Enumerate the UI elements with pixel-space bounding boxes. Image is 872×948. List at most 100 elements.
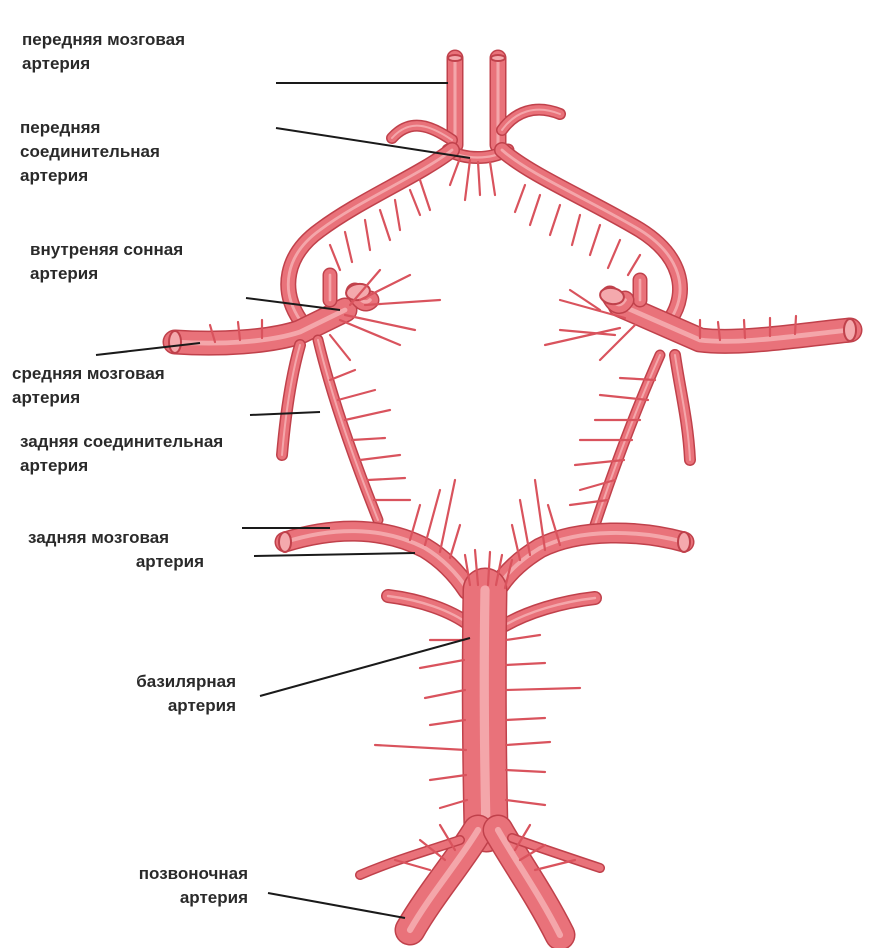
- middle-cerebral-right-highlight: [617, 302, 853, 344]
- branch-twig: [486, 550, 492, 587]
- vertebral-right-highlight: [494, 826, 564, 939]
- branch-twig: [504, 740, 552, 747]
- leader-posterior-cerebral-2: [253, 552, 416, 557]
- superior-cerebellar-right: [498, 591, 602, 632]
- branch-twig: [423, 488, 442, 547]
- branch-twig: [578, 478, 617, 492]
- branch-twig: [606, 238, 622, 270]
- branch-twig: [208, 323, 217, 344]
- leader-internal-carotid: [245, 297, 341, 311]
- right-descending-branch-highlight: [674, 354, 691, 461]
- branch-twig: [408, 503, 422, 542]
- branch-twig: [373, 743, 468, 752]
- branch-twig: [568, 498, 610, 507]
- branch-twig: [338, 318, 402, 347]
- branch-twig: [363, 218, 372, 252]
- anterior-side-branch-right-highlight: [501, 108, 561, 131]
- branch-twig: [546, 503, 562, 547]
- branch-twig: [448, 523, 462, 560]
- label-line: передняя мозговая: [22, 30, 185, 49]
- leader-middle-cerebral: [95, 342, 201, 356]
- label-line: артерия: [20, 166, 89, 185]
- branch-twig: [513, 183, 527, 214]
- branch-twig: [358, 273, 412, 302]
- posterior-communicating-right-highlight: [594, 354, 661, 526]
- middle-cerebral-left: [162, 297, 358, 356]
- branch-twig: [504, 798, 547, 807]
- branch-twig: [518, 498, 532, 557]
- branch-twig: [348, 268, 382, 307]
- right-anterior-arc: [494, 142, 688, 328]
- posterior-cerebral-left-end: [278, 531, 292, 553]
- branch-twig: [418, 838, 447, 862]
- posterior-cerebral-right-end: [677, 531, 691, 553]
- superior-cerebellar-left: [381, 589, 477, 632]
- branch-twig: [463, 553, 472, 587]
- branch-twig: [438, 798, 469, 810]
- posterior-cerebral-left: [274, 520, 479, 601]
- label-line: внутреняя сонная: [30, 240, 184, 259]
- branch-twig: [504, 661, 547, 667]
- label-line: артерия: [20, 456, 89, 475]
- branch-twig: [558, 328, 617, 337]
- label-posterior-communicating-artery: задняя соединительная артерия: [20, 430, 223, 478]
- branch-twig: [570, 213, 582, 247]
- branch-twig: [343, 230, 354, 264]
- label-line: артерия: [135, 552, 204, 571]
- branch-twig: [504, 716, 547, 722]
- branch-twig: [543, 326, 622, 347]
- right-anterior-arc-highlight: [500, 148, 682, 322]
- label-anterior-communicating-artery: передняя соединительная артерия: [20, 116, 160, 188]
- branch-twig: [328, 368, 357, 382]
- label-line: соединительная: [20, 142, 160, 161]
- branch-twig: [393, 858, 432, 872]
- branch-twig: [510, 523, 522, 562]
- posterior-cerebral-right-body: [487, 523, 693, 599]
- vertebral-left: [394, 814, 494, 946]
- branch-twig: [358, 453, 402, 462]
- posterior-communicating-left: [312, 334, 384, 526]
- label-anterior-cerebral-artery: передняя мозговая артерия: [22, 28, 185, 76]
- label-line: артерия: [30, 264, 99, 283]
- label-line: артерия: [167, 696, 236, 715]
- posterior-communicating-left-highlight: [317, 339, 379, 521]
- label-line: задняя соединительная: [20, 432, 224, 451]
- branch-twig: [328, 243, 342, 272]
- right-anterior-arc-body: [495, 143, 687, 327]
- branch-twig: [236, 320, 242, 342]
- branch-twig: [494, 553, 504, 587]
- leader-anterior-communicating: [275, 127, 471, 159]
- left-descending-branch: [276, 339, 306, 461]
- anterior-side-branch-left-highlight: [391, 124, 453, 141]
- artery-network: [162, 49, 863, 948]
- branch-twig: [378, 208, 392, 242]
- branch-twig: [588, 223, 602, 257]
- branch-twig: [568, 288, 602, 312]
- branch-twig: [343, 408, 392, 422]
- left-descending-branch-highlight: [281, 344, 301, 456]
- branch-twig: [428, 773, 468, 782]
- branch-twig: [618, 376, 657, 382]
- label-line: артерия: [179, 888, 248, 907]
- label-line: артерия: [12, 388, 81, 407]
- left-anterior-arc-highlight: [286, 148, 454, 322]
- middle-cerebral-right: [607, 292, 863, 354]
- right-descending-branch: [669, 349, 696, 466]
- branch-twig: [626, 253, 642, 277]
- basilar-artery-highlight: [479, 585, 491, 835]
- label-posterior-cerebral-artery: задняя мозговая артерия: [28, 526, 204, 574]
- branch-twig: [533, 858, 577, 872]
- branch-twig: [504, 768, 547, 774]
- branch-twig: [473, 548, 480, 587]
- branch-twig: [598, 393, 650, 402]
- leader-lines: [95, 82, 471, 919]
- label-line: передняя: [20, 118, 101, 137]
- branch-twig: [393, 198, 402, 232]
- branch-twig: [598, 323, 637, 362]
- branch-twig: [336, 388, 377, 402]
- label-line: артерия: [22, 54, 91, 73]
- left-anterior-arc: [280, 142, 460, 328]
- branch-twig: [513, 823, 532, 852]
- label-internal-carotid-artery: внутреняя сонная артерия: [30, 238, 183, 286]
- branch-twig: [448, 156, 462, 187]
